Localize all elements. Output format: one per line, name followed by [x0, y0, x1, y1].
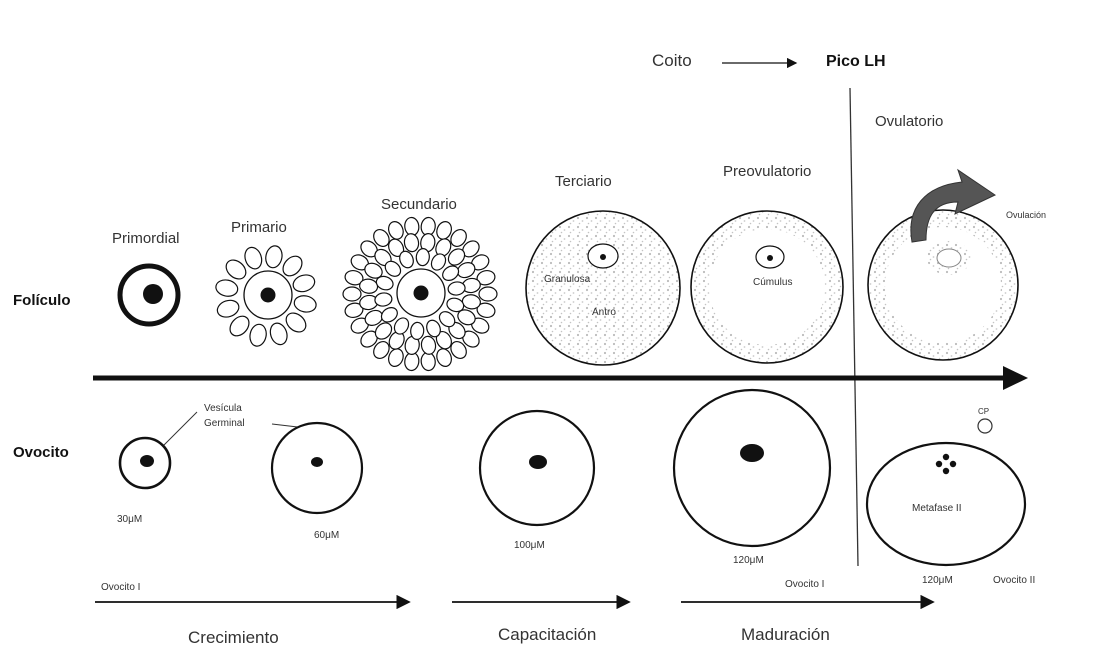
granulosa-cell — [215, 298, 241, 320]
timeline-arrowhead — [1003, 366, 1028, 390]
oocyte-100um — [480, 411, 594, 525]
coito-label: Coito — [652, 51, 692, 70]
size-60um: 60μM — [314, 530, 339, 541]
granulosa-cell — [242, 245, 264, 271]
stage-preovulatorio: Preovulatorio — [723, 163, 811, 180]
cumulus-label: Cúmulus — [753, 277, 792, 288]
ovocito-row-label: Ovocito — [13, 444, 69, 461]
pico-lh-label: Pico LH — [826, 53, 886, 70]
ovulatory-follicle: Ovulación — [868, 170, 1046, 360]
stage-primordial: Primordial — [112, 230, 180, 247]
granulosa-label: Granulosa — [544, 274, 591, 285]
secondary-follicle — [343, 217, 497, 372]
granulosa-cell — [420, 335, 437, 355]
phase-crecimiento: Crecimiento — [188, 628, 279, 647]
cp-label: CP — [978, 407, 989, 416]
preovulatory-follicle: Cúmulus — [691, 211, 843, 363]
nucleus — [261, 288, 276, 303]
stage-terciario: Terciario — [555, 173, 612, 190]
granulosa-cell — [264, 244, 284, 269]
granulosa-cell — [214, 278, 239, 298]
granulosa-cell — [343, 287, 361, 301]
vesicula-label-1: Vesícula — [204, 403, 242, 414]
size-120um-a: 120μM — [733, 555, 764, 566]
ovocito-i-label-b: Ovocito I — [785, 579, 824, 590]
size-120um-b: 120μM — [922, 575, 953, 586]
granulosa-cell — [403, 233, 420, 253]
stage-primario: Primario — [231, 219, 287, 236]
granulosa-cell — [293, 294, 318, 314]
phase-maduracion: Maduración — [741, 625, 830, 644]
ovocito-ii-label: Ovocito II — [993, 575, 1035, 586]
phase-capacitacion: Capacitación — [498, 625, 596, 644]
primordial-follicle — [120, 266, 178, 324]
stage-secundario: Secundario — [381, 196, 457, 213]
vesicula-label-2: Germinal — [204, 418, 245, 429]
ovulacion-label: Ovulación — [1006, 210, 1046, 220]
granulosa-cell — [410, 322, 424, 340]
granulosa-cell — [416, 248, 430, 266]
oocyte-30um — [120, 438, 170, 488]
size-30um: 30μM — [117, 514, 142, 525]
antro-label: Antro — [592, 307, 616, 318]
oocyte-60um — [272, 423, 362, 513]
primary-follicle — [214, 244, 317, 347]
size-100um: 100μM — [514, 540, 545, 551]
ovocito-i-label-a: Ovocito I — [101, 582, 140, 593]
tertiary-follicle: Granulosa Antro — [526, 211, 680, 365]
oocyte-metaphase-ii: CP Metafase II — [867, 407, 1025, 565]
granulosa-cell — [291, 272, 317, 294]
foliculo-row-label: Folículo — [13, 292, 71, 309]
lh-divider-line — [850, 88, 858, 566]
granulosa-cell — [248, 323, 268, 348]
granulosa-cell — [268, 321, 290, 347]
oocyte-120um — [674, 390, 830, 546]
metafase-label: Metafase II — [912, 503, 961, 514]
granulosa-cell — [479, 287, 497, 301]
stage-ovulatorio: Ovulatorio — [875, 113, 943, 130]
nucleus — [414, 286, 429, 301]
